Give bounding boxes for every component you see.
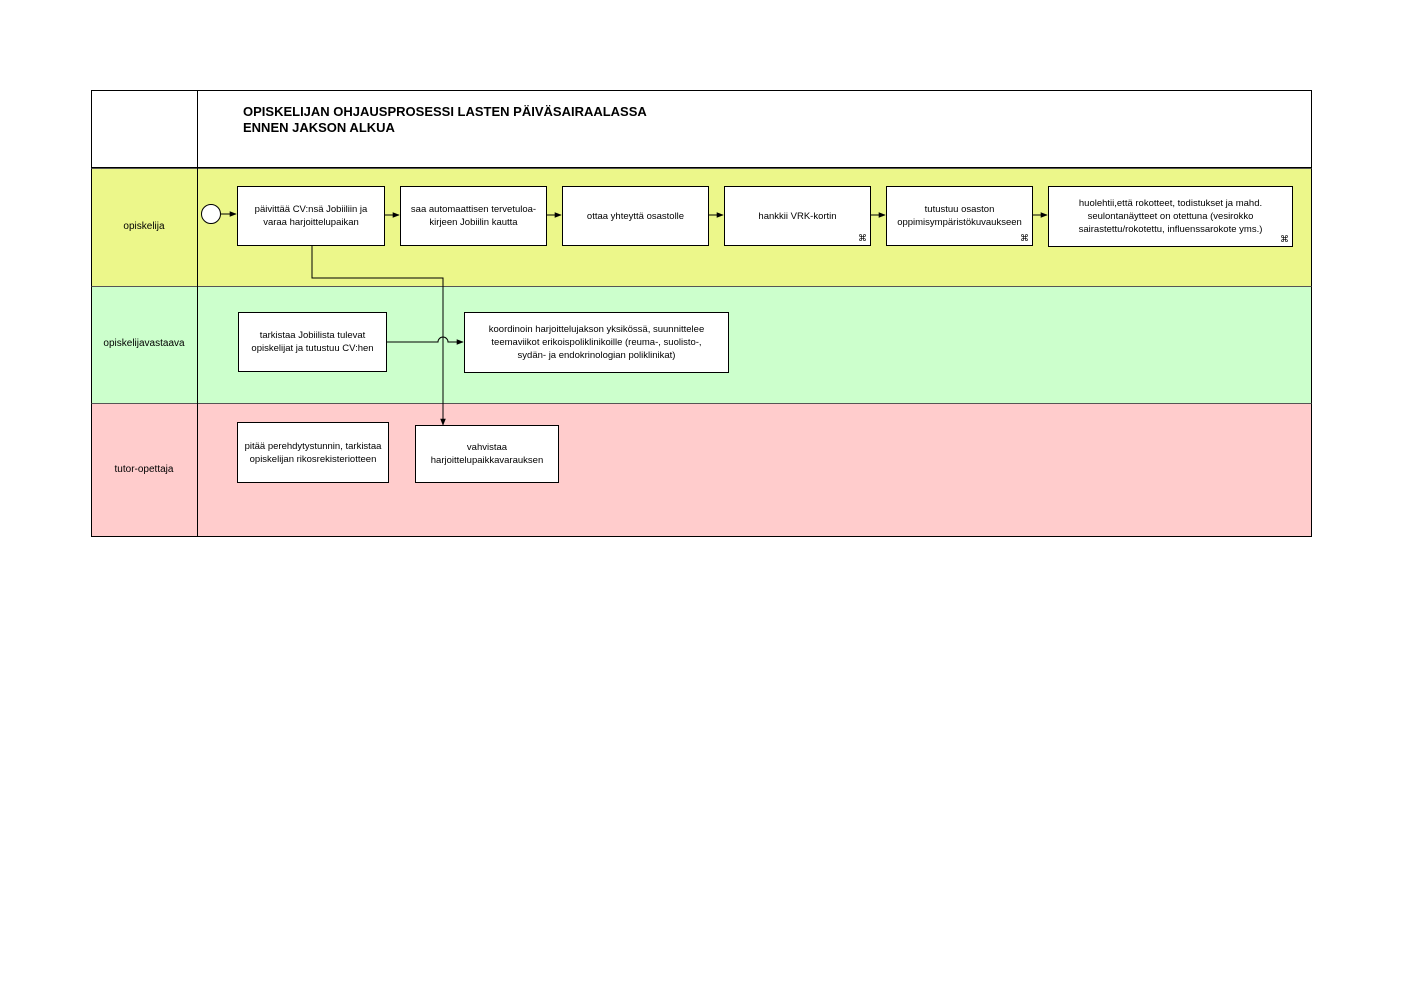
task-welcome-letter: saa automaattisen tervetuloa- kirjeen Jo… bbox=[400, 186, 547, 246]
task-coordinate-period-label: koordinoin harjoittelujakson yksikössä, … bbox=[488, 324, 705, 361]
lane-label-tutor-opettaja: tutor-opettaja bbox=[114, 464, 174, 475]
start-event-icon bbox=[201, 204, 221, 224]
subprocess-icon: ⌘ bbox=[1280, 235, 1289, 245]
flow-t1-t10 bbox=[309, 239, 446, 426]
subprocess-icon: ⌘ bbox=[1020, 234, 1029, 244]
task-check-jobiili-label: tarkistaa Jobiilista tulevat opiskelijat… bbox=[251, 330, 374, 354]
subprocess-icon: ⌘ bbox=[858, 234, 867, 244]
task-confirm-placement: vahvistaa harjoittelupaikkavarauksen bbox=[415, 425, 559, 483]
task-update-cv: päivittää CV:nsä Jobiiliin ja varaa harj… bbox=[237, 186, 385, 246]
flow-t7-t8 bbox=[387, 336, 464, 345]
lane-column-divider bbox=[197, 90, 198, 537]
task-confirm-placement-label: vahvistaa harjoittelupaikkavarauksen bbox=[430, 442, 544, 466]
title-line-1: OPISKELIJAN OHJAUSPROSESSI LASTEN PÄIVÄS… bbox=[243, 104, 647, 119]
task-learning-environment: tutustuu osaston oppimisympäristökuvauks… bbox=[886, 186, 1033, 246]
task-coordinate-period: koordinoin harjoittelujakson yksikössä, … bbox=[464, 312, 729, 373]
task-check-jobiili: tarkistaa Jobiilista tulevat opiskelijat… bbox=[238, 312, 387, 372]
task-orientation-label: pitää perehdytystunnin, tarkistaa opiske… bbox=[244, 440, 382, 465]
header-row bbox=[91, 90, 1312, 168]
task-update-cv-label: päivittää CV:nsä Jobiiliin ja varaa harj… bbox=[254, 204, 368, 228]
task-learning-environment-label: tutustuu osaston oppimisympäristökuvauks… bbox=[897, 204, 1022, 228]
task-welcome-letter-label: saa automaattisen tervetuloa- kirjeen Jo… bbox=[410, 204, 537, 228]
lane-label-opiskelija: opiskelija bbox=[123, 221, 165, 232]
task-contact-ward-label: ottaa yhteyttä osastolle bbox=[586, 210, 685, 222]
task-orientation: pitää perehdytystunnin, tarkistaa opiske… bbox=[237, 422, 389, 483]
lane-label-opiskelijavastaava: opiskelijavastaava bbox=[103, 338, 185, 349]
task-vaccinations-label: huolehtii,että rokotteet, todistukset ja… bbox=[1078, 198, 1263, 235]
task-vrk-card-label: hankkii VRK-kortin bbox=[758, 210, 837, 222]
task-contact-ward: ottaa yhteyttä osastolle bbox=[562, 186, 709, 246]
task-vaccinations: huolehtii,että rokotteet, todistukset ja… bbox=[1048, 186, 1293, 247]
title-line-2: ENNEN JAKSON ALKUA bbox=[243, 120, 395, 135]
task-vrk-card: hankkii VRK-kortin ⌘ bbox=[724, 186, 871, 246]
diagram-title: OPISKELIJAN OHJAUSPROSESSI LASTEN PÄIVÄS… bbox=[243, 104, 647, 136]
